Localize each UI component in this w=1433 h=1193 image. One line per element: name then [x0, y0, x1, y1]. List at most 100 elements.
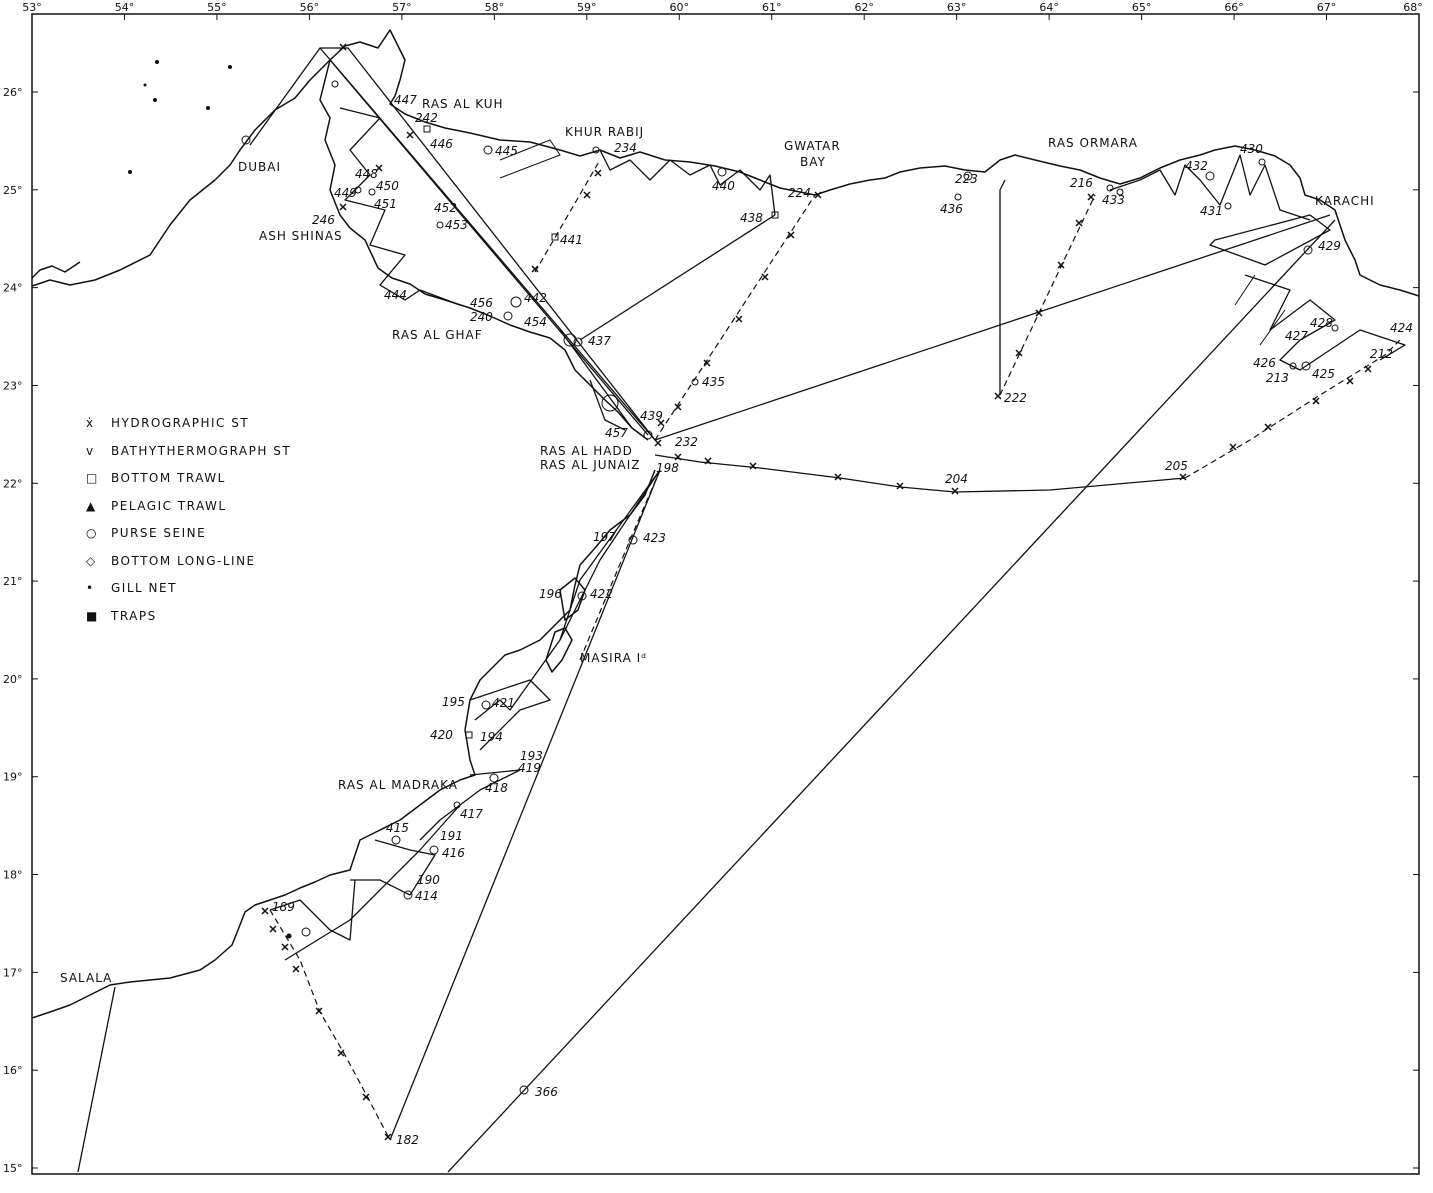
station-416: 416 — [442, 846, 465, 860]
station-240: 240 — [470, 310, 493, 324]
station-430: 430 — [1240, 142, 1263, 156]
station-234: 234 — [614, 141, 637, 155]
legend-symbol-5: ◇ — [86, 554, 97, 568]
latitude-tick-label: 21° — [3, 575, 23, 588]
station-366: 366 — [535, 1085, 558, 1099]
legend-symbol-2: □ — [86, 471, 99, 485]
place-ras-ormara: RAS ORMARA — [1048, 136, 1138, 150]
station-417: 417 — [460, 807, 483, 821]
place-dubai: DUBAI — [238, 160, 281, 174]
latitude-tick-label: 17° — [3, 966, 23, 979]
station-420: 420 — [430, 728, 453, 742]
station-457: 457 — [605, 426, 628, 440]
place-masira: MASIRA Iᵈ — [580, 651, 647, 665]
longitude-tick-label: 66° — [1224, 1, 1244, 14]
station-441: 441 — [560, 233, 583, 247]
latitude-tick-label: 22° — [3, 477, 23, 490]
station-194: 194 — [480, 730, 503, 744]
legend-label-0: HYDROGRAPHIC ST — [111, 416, 249, 430]
longitude-tick-label: 65° — [1132, 1, 1152, 14]
legend-label-3: PELAGIC TRAWL — [111, 499, 227, 513]
station-190: 190 — [417, 873, 440, 887]
station-424: 424 — [1390, 321, 1413, 335]
longitude-tick-label: 56° — [300, 1, 320, 14]
legend-symbol-1: v — [86, 444, 95, 458]
latitude-tick-label: 15° — [3, 1162, 23, 1175]
station-456: 456 — [470, 296, 493, 310]
place-khur-rabij: KHUR RABIJ — [565, 125, 644, 139]
station-445: 445 — [495, 144, 518, 158]
latitude-tick-label: 18° — [3, 869, 23, 882]
legend-symbol-6: • — [86, 581, 95, 595]
station-224: 224 — [788, 186, 811, 200]
latitude-tick-label: 20° — [3, 673, 23, 686]
station-447: 447 — [394, 93, 417, 107]
longitude-tick-label: 53° — [22, 1, 42, 14]
station-246: 246 — [312, 213, 335, 227]
latitude-tick-label: 23° — [3, 379, 23, 392]
legend-label-2: BOTTOM TRAWL — [111, 471, 226, 485]
place-ras-al-kuh: RAS AL KUH — [422, 97, 504, 111]
place-bay: BAY — [800, 155, 826, 169]
station-436: 436 — [940, 202, 963, 216]
station-437: 437 — [588, 334, 611, 348]
longitude-tick-label: 55° — [207, 1, 227, 14]
station-444: 444 — [384, 288, 407, 302]
latitude-tick-label: 24° — [3, 282, 23, 295]
station-222: 222 — [1004, 391, 1027, 405]
longitude-axis: 53°54°55°56°57°58°59°60°61°62°63°64°65°6… — [22, 1, 1423, 20]
station-198: 198 — [656, 461, 679, 475]
longitude-tick-label: 62° — [854, 1, 874, 14]
longitude-tick-label: 59° — [577, 1, 597, 14]
station-212: 212 — [1370, 347, 1393, 361]
latitude-tick-label: 16° — [3, 1064, 23, 1077]
station-418: 418 — [485, 781, 508, 795]
longitude-tick-label: 61° — [762, 1, 782, 14]
longitude-tick-label: 54° — [115, 1, 135, 14]
legend-label-7: TRAPS — [110, 609, 157, 623]
legend-label-1: BATHYTHERMOGRAPH ST — [111, 444, 291, 458]
legend-symbol-3: ▲ — [86, 499, 97, 513]
station-432: 432 — [1185, 159, 1208, 173]
coastline — [31, 29, 1420, 1019]
legend-symbol-4: ○ — [86, 526, 98, 540]
station-232: 232 — [675, 435, 698, 449]
station-414: 414 — [415, 889, 438, 903]
station-415: 415 — [386, 821, 409, 835]
station-213: 213 — [1266, 371, 1289, 385]
station-421: 421 — [492, 696, 515, 710]
station-422: 422 — [590, 587, 613, 601]
station-439: 439 — [640, 409, 663, 423]
survey-tracks — [77, 47, 1406, 1173]
station-205: 205 — [1165, 459, 1188, 473]
station-216: 216 — [1070, 176, 1093, 190]
station-189: 189 — [272, 900, 295, 914]
station-204: 204 — [945, 472, 968, 486]
longitude-tick-label: 58° — [485, 1, 505, 14]
latitude-tick-label: 19° — [3, 771, 23, 784]
legend-label-5: BOTTOM LONG-LINE — [111, 554, 256, 568]
longitude-tick-label: 68° — [1403, 1, 1423, 14]
place-ras-al-ghaf: RAS AL GHAF — [392, 328, 483, 342]
station-435: 435 — [702, 375, 725, 389]
place-karachi: KARACHI — [1315, 194, 1375, 208]
place-labels: DUBAI RAS AL KUH KHUR RABIJ GWATAR BAY R… — [60, 97, 1375, 985]
place-gwatar: GWATAR — [784, 139, 841, 153]
longitude-tick-label: 60° — [670, 1, 690, 14]
latitude-tick-label: 26° — [3, 86, 23, 99]
station-195: 195 — [442, 695, 465, 709]
place-ash-shinas: ASH SHINAS — [259, 229, 343, 243]
longitude-tick-label: 57° — [392, 1, 412, 14]
station-448: 448 — [355, 167, 378, 181]
map-frame — [31, 13, 1420, 1175]
legend-label-4: PURSE SEINE — [111, 526, 206, 540]
station-442: 442 — [524, 291, 547, 305]
station-197: 197 — [593, 530, 616, 544]
place-salala: SALALA — [60, 971, 112, 985]
hydrographic-markers — [261, 43, 1372, 1141]
latitude-axis: 26° 25° 24° 23° 22° 21° 20° 19° 18° 17° 16° 15° — [3, 86, 1419, 1175]
place-ras-al-madraka: RAS AL MADRAKA — [338, 778, 458, 792]
latitude-tick-label: 25° — [3, 184, 23, 197]
legend-symbol-7: ■ — [86, 609, 99, 623]
